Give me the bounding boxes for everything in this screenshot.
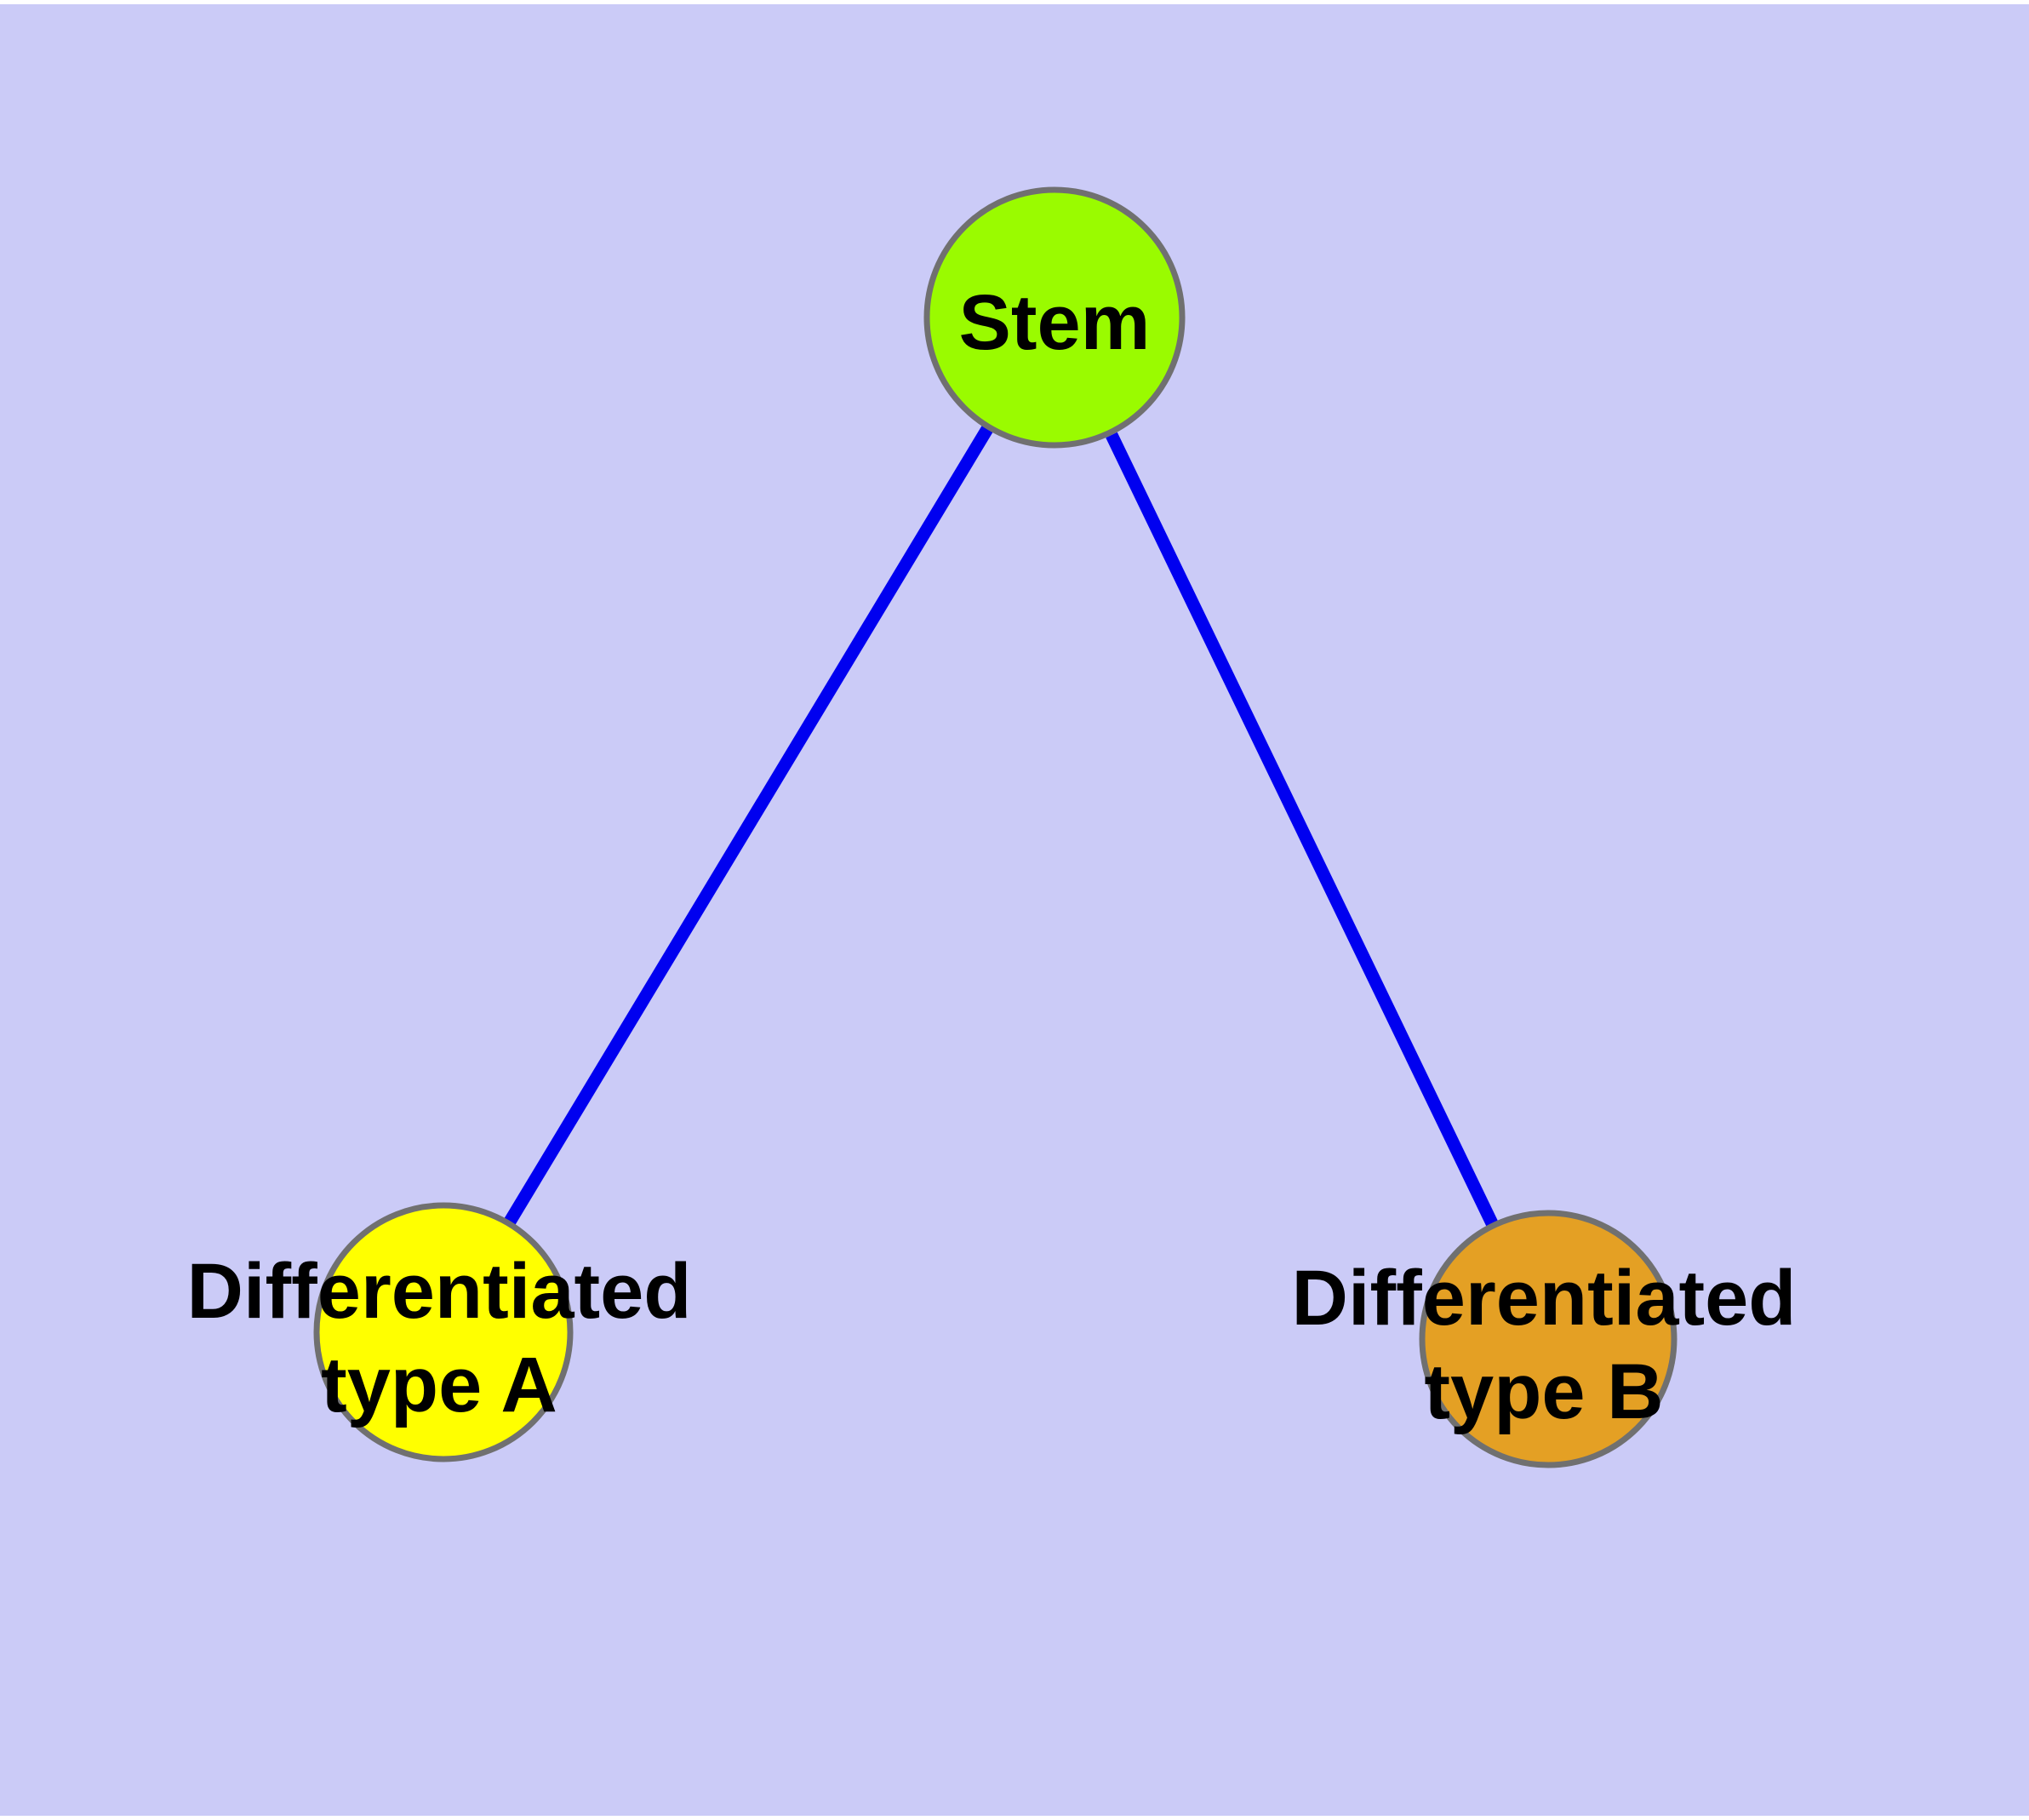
node-differentiated-type-a-circle — [313, 1202, 574, 1462]
edge-stem-to-type-a — [504, 426, 993, 1225]
node-differentiated-type-b-label-line2: type B — [1424, 1348, 1663, 1435]
edge-stem-to-type-b — [1106, 432, 1498, 1227]
node-differentiated-type-a-label-line2: type A — [321, 1342, 557, 1428]
node-stem: Stem — [923, 186, 1186, 449]
node-stem-label: Stem — [959, 279, 1151, 366]
node-differentiated-type-b-circle — [1419, 1210, 1677, 1468]
node-differentiated-type-b-label-line1: Differentiated — [1292, 1255, 1797, 1342]
node-differentiated-type-a: Differentiated type A — [187, 1202, 692, 1462]
node-differentiated-type-b: Differentiated type B — [1292, 1210, 1797, 1468]
node-stem-circle — [923, 186, 1186, 449]
node-differentiated-type-a-label-line1: Differentiated — [187, 1248, 692, 1335]
